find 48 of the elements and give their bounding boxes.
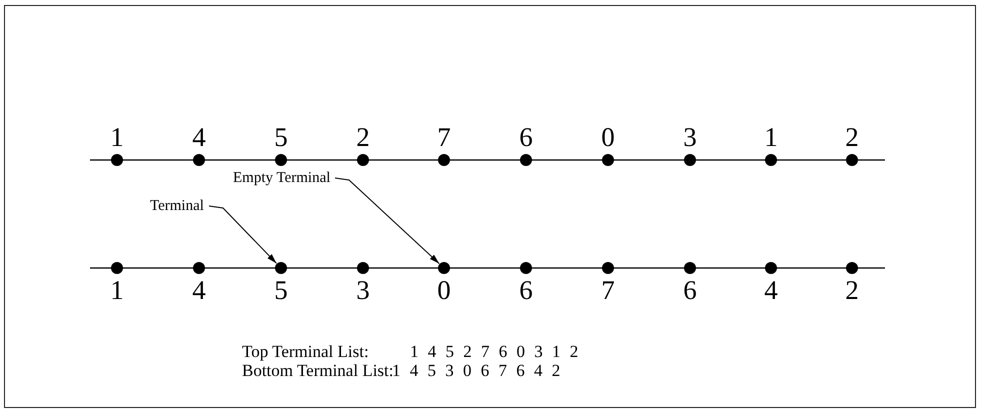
terminal-number: 1	[110, 277, 124, 304]
terminal-number: 4	[764, 277, 778, 304]
terminal-dot	[602, 262, 614, 274]
terminal-number: 6	[519, 277, 533, 304]
leader-line	[208, 206, 277, 264]
terminal-list: 1 4 5 3 0 6 7 6 4 2	[392, 361, 560, 380]
terminal-dot	[275, 154, 287, 166]
terminal-number: 5	[274, 277, 288, 304]
terminal-number: 5	[274, 124, 288, 151]
terminal-dot	[846, 262, 858, 274]
leader-line	[334, 178, 440, 264]
terminal-dot	[846, 154, 858, 166]
terminal-dot	[684, 154, 696, 166]
terminal-dot	[602, 154, 614, 166]
terminal-dot	[438, 154, 450, 166]
terminal-dot	[765, 154, 777, 166]
terminal-number: 3	[356, 277, 370, 304]
terminal-number: 2	[356, 124, 370, 151]
terminal-number: 2	[845, 277, 859, 304]
terminal-dot	[520, 154, 532, 166]
terminal-dot	[684, 262, 696, 274]
list-label: Bottom Terminal List:	[242, 361, 394, 380]
terminal-dot	[357, 154, 369, 166]
terminal-dot	[111, 154, 123, 166]
terminal-number: 7	[601, 277, 615, 304]
terminal-number: 6	[683, 277, 697, 304]
terminal-number: 2	[845, 124, 859, 151]
terminal-dot	[193, 262, 205, 274]
terminal-dot	[275, 262, 287, 274]
callout-text: Terminal	[150, 198, 204, 214]
terminal-number: 7	[437, 124, 451, 151]
terminal-dot	[765, 262, 777, 274]
terminal-dot	[520, 262, 532, 274]
terminal-number: 4	[192, 277, 206, 304]
terminal-list: 1 4 5 2 7 6 0 3 1 2	[410, 342, 578, 361]
terminal-dot	[111, 262, 123, 274]
terminal-number: 0	[437, 277, 451, 304]
callout-text: Empty Terminal	[233, 170, 330, 186]
terminal-number: 3	[683, 124, 697, 151]
terminal-number: 1	[764, 124, 778, 151]
terminal-number: 4	[192, 124, 206, 151]
terminal-dot	[438, 262, 450, 274]
terminal-number: 6	[519, 124, 533, 151]
list-label: Top Terminal List:	[242, 342, 369, 361]
terminal-dot	[193, 154, 205, 166]
terminal-number: 0	[601, 124, 615, 151]
terminal-number: 1	[110, 124, 124, 151]
terminal-dot	[357, 262, 369, 274]
